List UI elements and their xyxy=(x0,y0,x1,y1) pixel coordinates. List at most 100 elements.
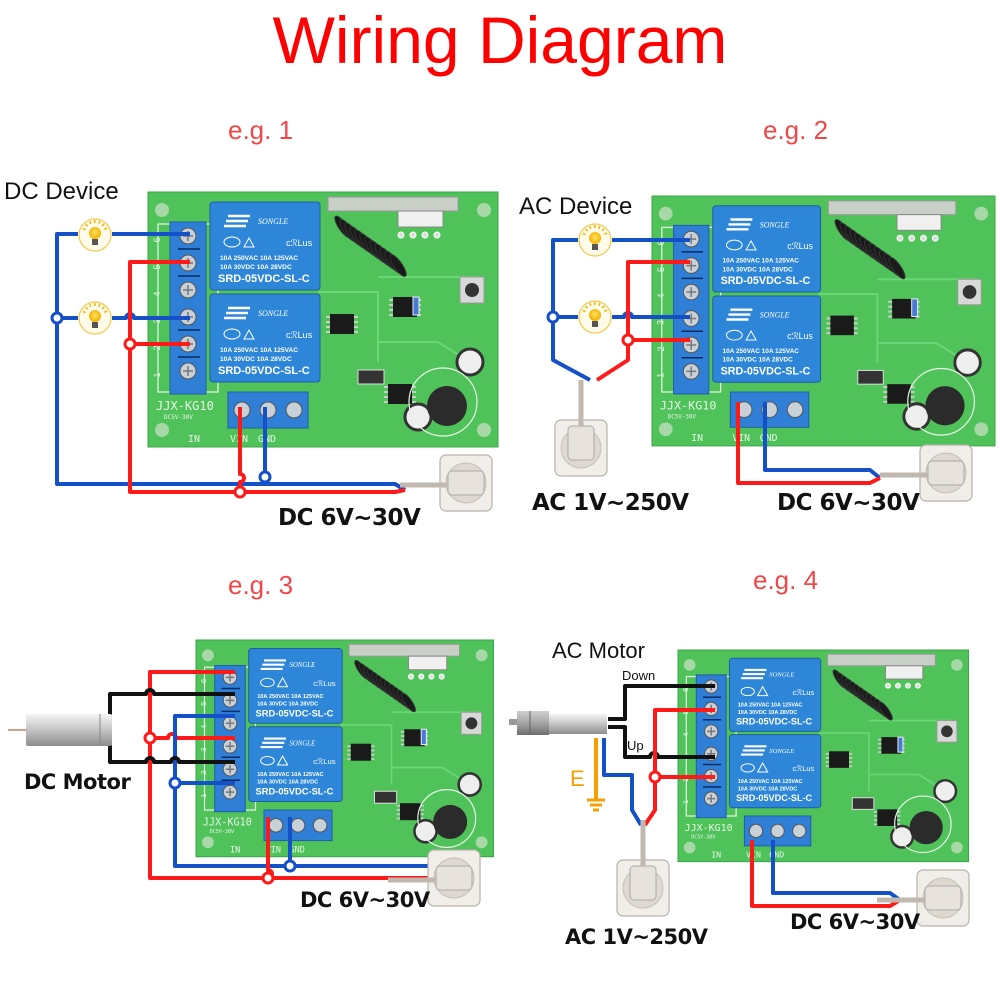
dc-motor-label: DC Motor xyxy=(24,770,131,794)
relay-rating: 10A 30VDC 10A 28VDC xyxy=(738,786,798,792)
cqc-mark-icon xyxy=(260,755,275,766)
lamp-ray xyxy=(603,309,608,312)
relay-brand: SONGLE xyxy=(258,309,288,318)
screw-terminal xyxy=(285,401,303,419)
ic-pin xyxy=(412,401,416,403)
ic-chip xyxy=(877,809,898,826)
relay-model: SRD-05VDC-SL-C xyxy=(721,365,811,377)
relay-brand: SONGLE xyxy=(760,311,790,320)
lamp-ray xyxy=(103,310,108,313)
mounting-hole xyxy=(658,206,673,221)
lamp-ray xyxy=(584,228,589,232)
screw-slot xyxy=(225,742,235,751)
header-pin xyxy=(885,682,891,689)
wire-negative xyxy=(551,238,690,382)
header-pin xyxy=(920,234,927,242)
screw-terminal xyxy=(259,401,277,419)
ic-pin xyxy=(825,765,830,768)
push-button-cap xyxy=(465,717,478,730)
terminal-number: 2 xyxy=(656,346,666,351)
cqc-mark-icon xyxy=(725,329,743,341)
lamp-ray xyxy=(89,303,92,308)
lamp-icon xyxy=(578,223,612,257)
junction-dot xyxy=(261,871,275,885)
ic-pin xyxy=(873,819,878,821)
inductor xyxy=(433,804,468,839)
songle-logo-icon xyxy=(260,737,286,749)
warning-mark-icon xyxy=(745,239,757,251)
wire-negative xyxy=(763,402,882,480)
junction-dot xyxy=(50,311,64,325)
lamp-ray xyxy=(601,228,605,232)
wire-motor xyxy=(108,688,235,715)
capacitor xyxy=(457,772,483,797)
ic-pin xyxy=(883,386,888,389)
relay-rating: 10A 30VDC 10A 28VDC xyxy=(257,780,318,786)
ic-pin xyxy=(354,326,358,328)
input-label: IN xyxy=(691,433,703,444)
ic-pin xyxy=(897,819,901,821)
ic-pin xyxy=(412,391,416,393)
ic-pin xyxy=(883,391,888,393)
ic-pin xyxy=(371,749,375,752)
example-4-wiring xyxy=(587,684,902,908)
header-pin xyxy=(418,673,425,680)
relay-brand: SONGLE xyxy=(290,740,317,747)
terminal-number: 6 xyxy=(152,237,162,242)
relay xyxy=(248,726,343,803)
ic-pin xyxy=(826,322,831,325)
smd-diode xyxy=(374,790,398,804)
relay xyxy=(728,657,822,732)
ic-pin xyxy=(897,815,901,817)
ic-pin xyxy=(873,815,878,817)
dc-supply-label-1: DC 6V~30V xyxy=(278,505,421,531)
terminal-number: 5 xyxy=(681,710,690,714)
terminal-number: 5 xyxy=(656,267,666,272)
smd-diode xyxy=(851,797,875,810)
ic-pin xyxy=(853,317,858,320)
terminal-number: 3 xyxy=(656,320,666,325)
junction-dot xyxy=(168,776,182,790)
board-model: JJX-KG10 xyxy=(156,399,214,413)
relay xyxy=(209,293,321,383)
ic-pin xyxy=(389,299,393,301)
relay-rating: 10A 250VAC 10A 125VAC xyxy=(220,255,298,262)
screw-terminal xyxy=(748,823,764,839)
ic-pin xyxy=(825,752,830,755)
terminal-number: 5 xyxy=(199,702,208,706)
terminal-number: 4 xyxy=(681,733,690,737)
ic-pin xyxy=(354,316,358,318)
earth-label: E xyxy=(570,766,585,791)
wall-socket-dc-icon xyxy=(400,454,493,512)
ic-pin xyxy=(848,757,853,759)
wire-negative xyxy=(771,840,902,902)
wire-negative xyxy=(602,738,643,827)
ic-pin xyxy=(400,735,405,737)
inductor-outline xyxy=(894,795,952,854)
ic-pin xyxy=(389,304,393,306)
junction-dot xyxy=(123,337,137,351)
ic-pin xyxy=(400,730,405,733)
mounting-hole xyxy=(155,423,169,437)
ic-chip xyxy=(881,737,902,754)
wire-motor-up xyxy=(608,725,715,759)
ic-pin xyxy=(384,401,388,403)
ac-motor-label: AC Motor xyxy=(552,638,645,663)
terminal-number: 6 xyxy=(199,679,208,683)
relay-rating: 10A 30VDC 10A 28VDC xyxy=(738,710,798,716)
songle-logo-icon xyxy=(224,214,250,228)
header-pin xyxy=(896,234,904,242)
warning-mark-icon xyxy=(756,761,769,773)
relay-model: SRD-05VDC-SL-C xyxy=(256,709,334,719)
capacitor xyxy=(455,347,485,377)
screw-slot xyxy=(225,696,235,705)
relay-model: SRD-05VDC-SL-C xyxy=(218,273,310,285)
mounting-hole xyxy=(201,649,214,662)
board-voltage: DC5V-30V xyxy=(668,414,697,420)
header-pin xyxy=(421,231,429,239)
ic-pin xyxy=(400,743,405,746)
ic-pin xyxy=(878,751,882,753)
mounting-hole xyxy=(974,206,989,221)
